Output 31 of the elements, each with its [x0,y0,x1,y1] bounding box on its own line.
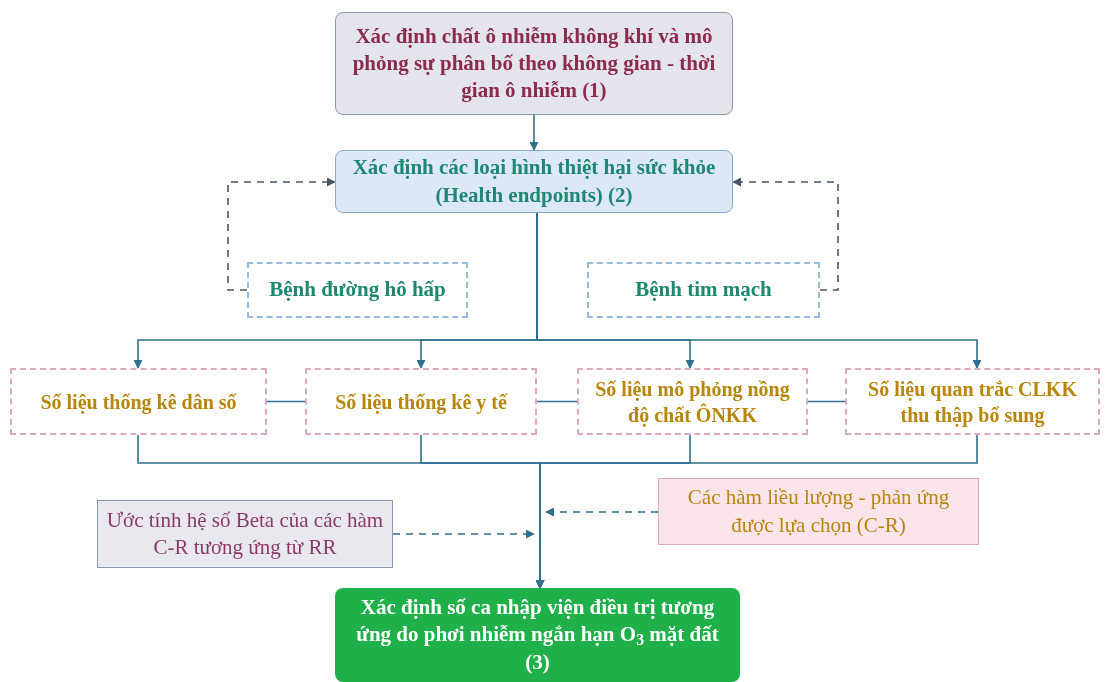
node-text: Ước tính hệ số Beta của các hàm C-R tương ứng từ RR [106,506,384,561]
process-box [335,150,733,213]
node-text: Xác định số ca nhập viện điều trị tương ứng do phơi nhiễm ngắn hạn O$_{3}$ mặt đất (3) [355,594,720,676]
input-box [658,478,979,545]
node-text: Số liệu mô phỏng nồng độ chất ÔNKK [594,376,791,428]
node-text: Số liệu thống kê dân số [40,389,237,415]
node-text: Số liệu quan trắc CLKK thu thập bổ sung [867,376,1078,428]
data-box [845,368,1100,435]
node-text: Các hàm liều lượng - phản ứng được lựa chọn (C-R) [686,484,951,539]
data-box [305,368,537,435]
arrow [227,177,336,291]
data-box [10,368,267,435]
node-text: Xác định các loại hình thiệt hại sức khỏe (Health endpoints) (2) [351,154,717,209]
input-box [97,500,393,568]
node-text: Bệnh đường hô hấp [269,276,446,304]
connector-line [807,400,846,403]
arrow [732,177,839,291]
node-text: Bệnh tim mạch [635,276,772,304]
arrow [535,434,978,589]
process-box [335,12,733,115]
category-box [587,262,820,318]
node-text: Số liệu thống kê y tế [335,389,507,415]
result-box [335,588,740,682]
node-text: Xác định chất ô nhiễm không khí và mô phỏng sự phân bố theo không gian - thời gian ô nhiễm (1) [351,22,717,105]
data-box [577,368,808,435]
arrow [545,507,659,517]
arrow [529,114,539,151]
category-box [247,262,468,318]
connector-line [536,400,578,403]
arrow [392,529,535,539]
connector-line [266,400,306,403]
